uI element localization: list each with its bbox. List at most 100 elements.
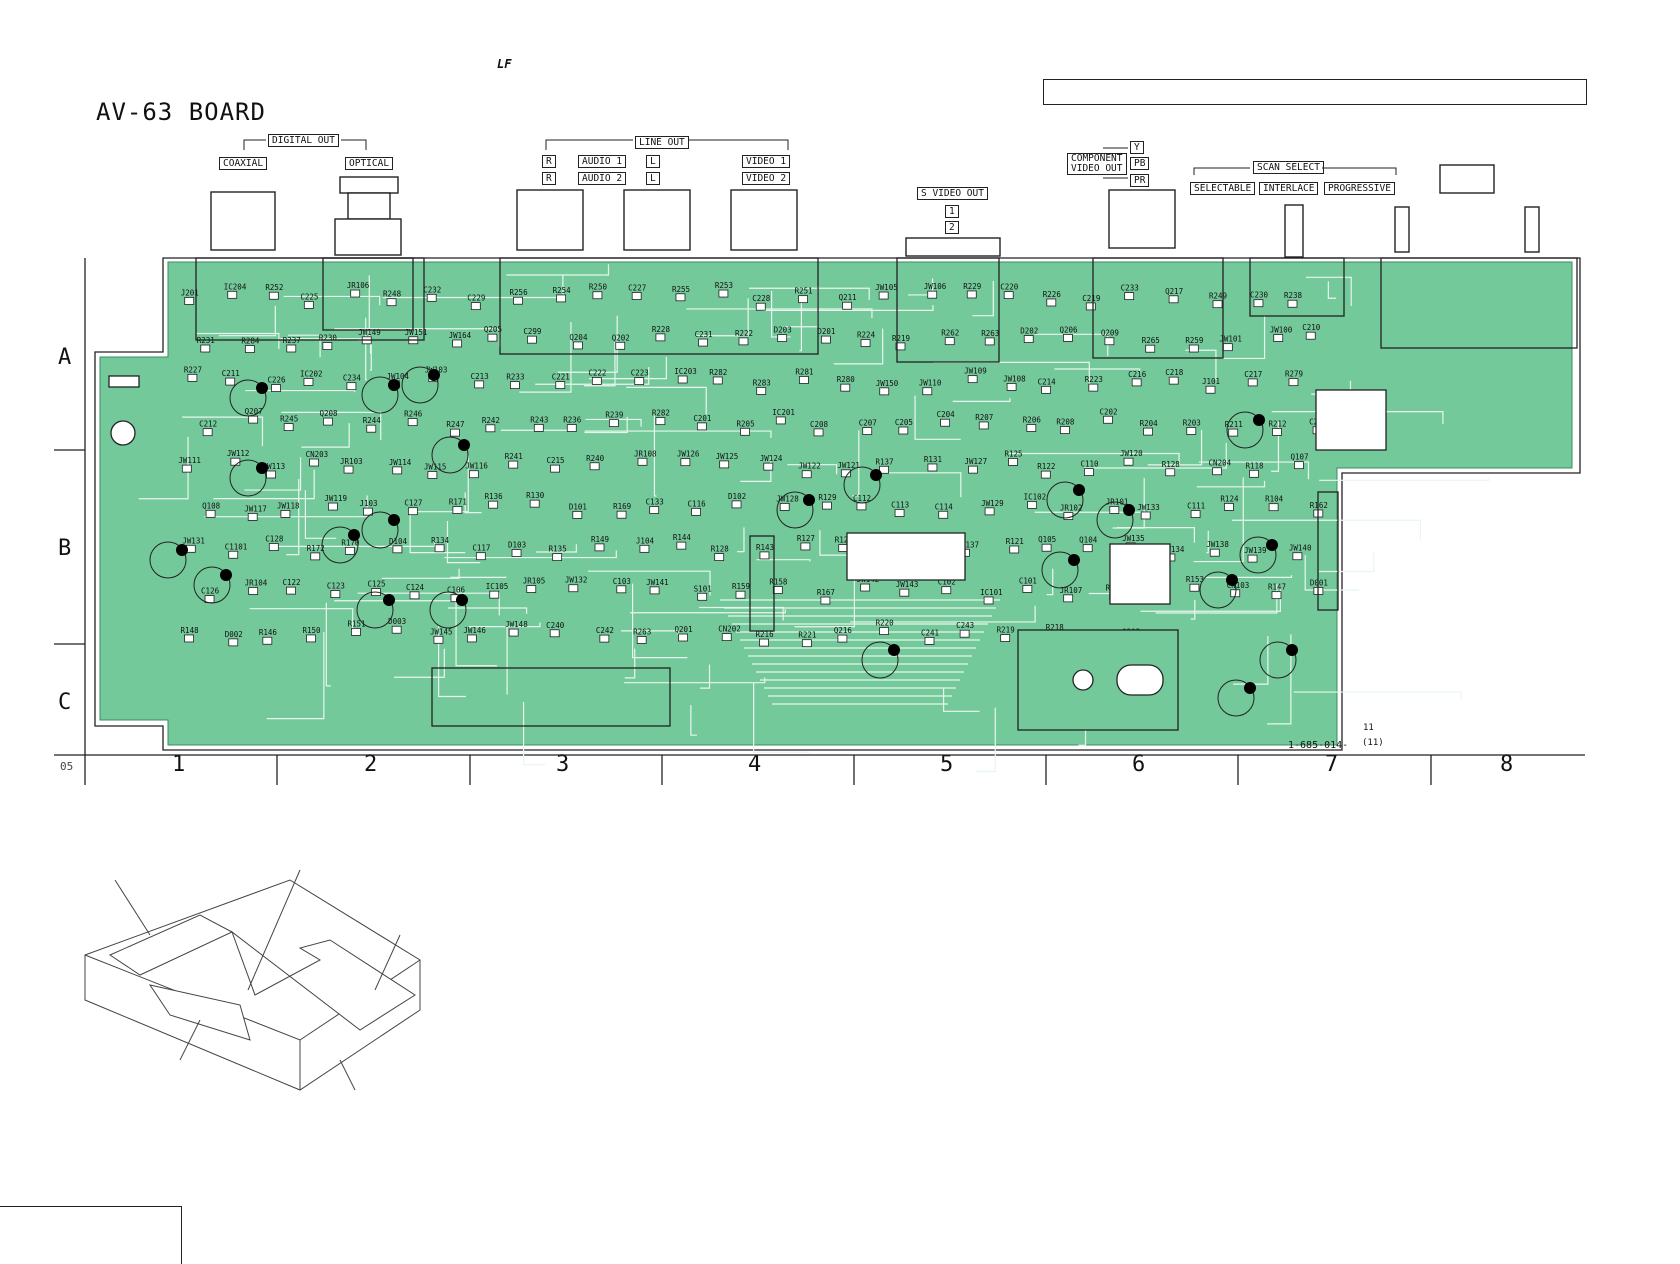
component-ref: C212 [199, 420, 217, 429]
component-pad [1007, 383, 1016, 390]
component-ref: JW138 [1206, 540, 1229, 549]
component-ref: R207 [975, 413, 993, 422]
component-pad [895, 510, 904, 517]
component-pad [736, 591, 745, 598]
component-pad [616, 342, 625, 349]
component-ref: C226 [268, 376, 287, 385]
component-ref: R158 [769, 578, 788, 587]
component-pad [984, 597, 993, 604]
component-pad [1250, 470, 1259, 477]
component-ref: R263 [981, 329, 999, 338]
component-pad [640, 545, 649, 552]
component-ref: C113 [891, 501, 909, 510]
component-ref: Q204 [569, 333, 588, 342]
jack-bodies [211, 165, 1539, 257]
component-pad [434, 636, 443, 643]
component-pad [778, 335, 787, 342]
component-ref: R247 [446, 420, 464, 429]
component-ref: R252 [265, 283, 283, 292]
component-ref: IC105 [486, 582, 509, 591]
component-ref: C127 [404, 499, 422, 508]
component-pad [1103, 416, 1112, 423]
component-ref: JW145 [430, 627, 453, 636]
component-pad [719, 290, 728, 297]
capacitor-polarity-dot [388, 379, 400, 391]
component-ref: JW128 [776, 494, 799, 503]
component-pad [284, 424, 293, 431]
board-id-label: 1-685-014- [1288, 740, 1348, 751]
component-ref: C243 [956, 621, 974, 630]
component-pad [231, 458, 240, 465]
component-pad [1293, 553, 1302, 560]
component-ref: R241 [505, 452, 523, 461]
component-pad [857, 503, 866, 510]
component-pad [841, 384, 850, 391]
component-ref: C133 [646, 498, 664, 507]
component-ref: R282 [652, 409, 670, 418]
component-ref: D002 [225, 630, 243, 639]
component-ref: C1101 [225, 542, 248, 551]
component-pad [650, 587, 659, 594]
component-ref: R239 [605, 411, 623, 420]
capacitor-polarity-dot [220, 569, 232, 581]
component-ref: Q216 [834, 626, 853, 635]
component-pad [757, 387, 766, 394]
component-ref: C216 [1128, 370, 1147, 379]
component-ref: R129 [818, 493, 836, 502]
component-pad [838, 635, 847, 642]
component-ref: R206 [1023, 416, 1042, 425]
component-ref: R256 [510, 288, 529, 297]
component-pad [182, 465, 191, 472]
component-ref: R223 [1085, 375, 1103, 384]
component-ref: JW106 [924, 282, 947, 291]
component-ref: R279 [1285, 370, 1303, 379]
component-pad [676, 294, 685, 301]
component-pad [1289, 379, 1298, 386]
component-pad [489, 501, 498, 508]
component-ref: D102 [728, 492, 746, 501]
component-ref: R253 [715, 281, 733, 290]
component-ref: R229 [963, 282, 981, 291]
component-ref: R149 [591, 535, 609, 544]
component-pad [534, 424, 543, 431]
component-pad [201, 345, 210, 352]
component-pad [821, 597, 830, 604]
component-pad [1047, 299, 1056, 306]
component-pad [188, 374, 197, 381]
component-pad [715, 554, 724, 561]
component-ref: C220 [1000, 283, 1019, 292]
component-ref: D101 [569, 502, 587, 511]
component-pad [1169, 377, 1178, 384]
component-ref: CN202 [718, 625, 741, 634]
component-ref: JW126 [677, 450, 700, 459]
component-ref: C215 [547, 456, 565, 465]
component-pad [393, 467, 402, 474]
component-pad [323, 343, 332, 350]
component-ref: R280 [837, 375, 856, 384]
component-pad [1060, 427, 1069, 434]
component-pad [331, 591, 340, 598]
capacitor-polarity-dot [458, 439, 470, 451]
component-pad [900, 589, 909, 596]
component-pad [773, 587, 782, 594]
component-ref: IC203 [674, 367, 697, 376]
component-pad [1213, 301, 1222, 308]
capacitor-polarity-dot [176, 544, 188, 556]
component-pad [720, 461, 729, 468]
component-pad [638, 458, 647, 465]
capacitor-polarity-dot [1244, 682, 1256, 694]
component-ref: C299 [523, 327, 541, 336]
board-mark-b: (11) [1362, 738, 1384, 748]
component-pad [739, 338, 748, 345]
component-pad [351, 628, 360, 635]
component-ref: JW121 [837, 461, 860, 470]
component-pad [1272, 592, 1281, 599]
component-pad [557, 295, 566, 302]
component-pad [328, 503, 337, 510]
component-pad [681, 459, 690, 466]
component-pad [1254, 300, 1263, 307]
component-pad [527, 586, 536, 593]
component-pad [1288, 300, 1297, 307]
component-ref: JW111 [178, 456, 201, 465]
component-pad [185, 635, 194, 642]
